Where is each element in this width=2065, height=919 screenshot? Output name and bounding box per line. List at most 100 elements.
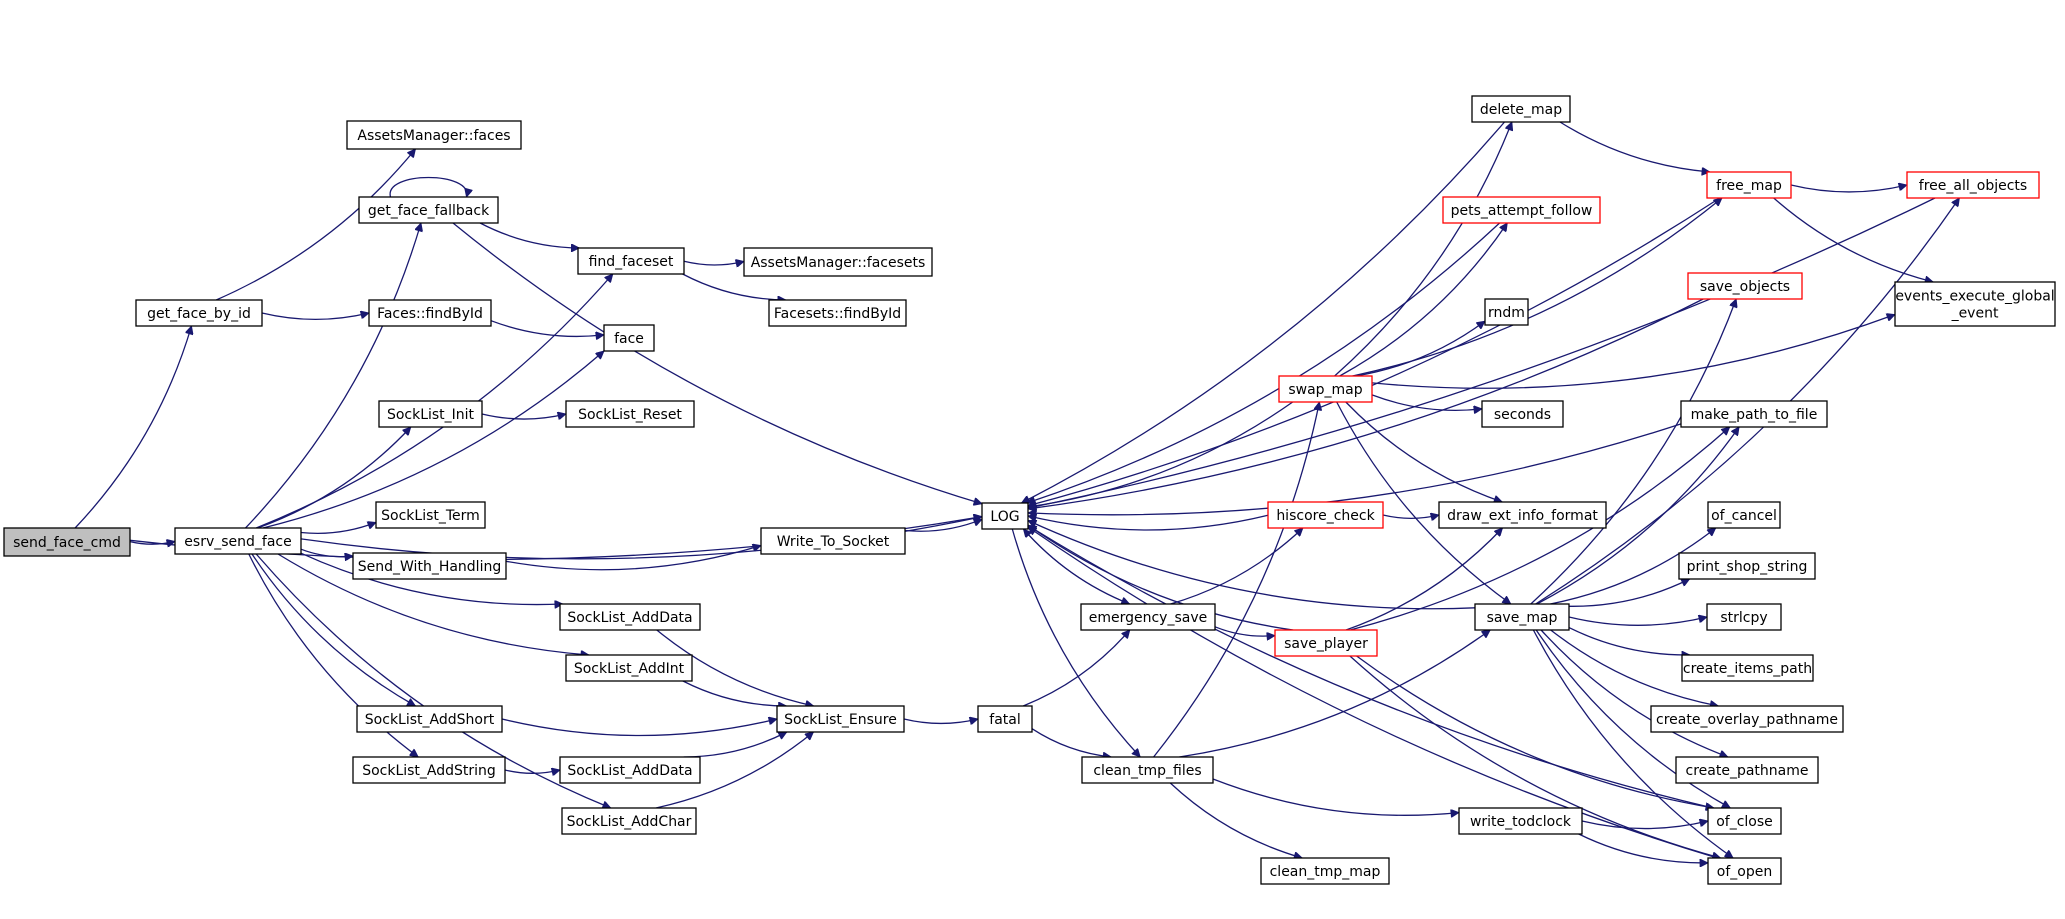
edge-path	[1336, 401, 1511, 605]
node-emergency-save[interactable]: emergency_save	[1080, 603, 1216, 631]
edge-socklist_addchar-to-socklist_ensure	[655, 732, 814, 809]
edge-path	[1022, 630, 1130, 707]
node-log[interactable]: LOG	[981, 502, 1029, 530]
node-clean-tmp-files[interactable]: clean_tmp_files	[1081, 756, 1214, 784]
node-of-open[interactable]: of_open	[1707, 857, 1782, 885]
node-of-cancel[interactable]: of_cancel	[1707, 501, 1781, 529]
node-create-items-path[interactable]: create_items_path	[1681, 654, 1814, 682]
edge-swap_map-to-save_map	[1336, 401, 1511, 605]
node-create-overlay-pathname[interactable]: create_overlay_pathname	[1650, 705, 1844, 733]
node-socklist-addint[interactable]: SockList_AddInt	[565, 654, 693, 682]
node-free-all-objects[interactable]: free_all_objects	[1906, 171, 2040, 199]
node-strlcpy[interactable]: strlcpy	[1706, 603, 1782, 631]
edge-socklist_adddata2-to-socklist_ensure	[683, 731, 787, 758]
node-socklist-addshort[interactable]: SockList_AddShort	[356, 705, 503, 733]
node-socklist-init[interactable]: SockList_Init	[378, 400, 483, 428]
node-socklist-addchar[interactable]: SockList_AddChar	[561, 807, 697, 835]
edge-path	[1028, 197, 1936, 508]
node-events-execute-global-event[interactable]: events_execute_global_event	[1894, 281, 2056, 327]
node-rndm[interactable]: rndm	[1484, 298, 1529, 326]
node-send-with-handling[interactable]: Send_With_Handling	[352, 552, 507, 580]
edge-esrv_send_face-to-socklist_addint	[277, 553, 589, 655]
node-create-pathname[interactable]: create_pathname	[1675, 756, 1819, 784]
node-am-facesets[interactable]: AssetsManager::facesets	[743, 247, 933, 277]
edge-path	[655, 732, 814, 809]
node-box	[768, 299, 907, 327]
node-box	[1675, 756, 1819, 784]
node-socklist-ensure[interactable]: SockList_Ensure	[776, 705, 905, 733]
edge-path	[248, 553, 418, 757]
node-label: clean_tmp_files	[1093, 763, 1201, 779]
edge-path	[1345, 401, 1502, 502]
edge-save_map-to-create_overlay_pathname	[1550, 629, 1719, 706]
node-get-face-by-id[interactable]: get_face_by_id	[135, 299, 263, 327]
edge-clean_tmp_files-to-write_todclock	[1212, 778, 1459, 815]
edge-path	[505, 546, 761, 571]
node-make-path-to-file[interactable]: make_path_to_file	[1680, 400, 1828, 428]
node-label: send_face_cmd	[13, 535, 121, 551]
node-fatal[interactable]: fatal	[977, 705, 1033, 733]
node-face[interactable]: face	[603, 324, 655, 352]
edge-path	[1334, 122, 1512, 377]
node-draw-ext-info-format[interactable]: draw_ext_info_format	[1438, 501, 1607, 529]
node-label: _event	[1951, 306, 1999, 322]
node-label: save_player	[1284, 636, 1368, 652]
edge-path	[1153, 402, 1320, 758]
node-delete-map[interactable]: delete_map	[1471, 95, 1571, 123]
node-box	[1707, 807, 1782, 835]
node-box	[1680, 400, 1828, 428]
node-save-map[interactable]: save_map	[1474, 603, 1570, 631]
edge-path	[255, 553, 611, 808]
edge-path	[1371, 394, 1482, 410]
edge-send_with_handling-to-write_to_socket	[505, 546, 761, 571]
edge-path	[683, 261, 744, 265]
edge-esrv_send_face-to-socklist_term	[300, 522, 376, 534]
node-box	[3, 527, 131, 557]
node-label: SockList_Reset	[578, 407, 682, 423]
node-write-todclock[interactable]: write_todclock	[1458, 807, 1583, 835]
edge-path	[1536, 427, 1740, 605]
node-label: save_map	[1487, 610, 1558, 626]
node-facesets-findbyid[interactable]: Facesets::findById	[768, 299, 907, 327]
node-box	[1687, 272, 1803, 300]
node-am-faces[interactable]: AssetsManager::faces	[346, 120, 522, 150]
node-send-face-cmd[interactable]: send_face_cmd	[3, 527, 131, 557]
node-box	[603, 324, 655, 352]
node-free-map[interactable]: free_map	[1706, 171, 1792, 199]
edge-path	[277, 553, 589, 655]
node-box	[1706, 603, 1782, 631]
node-save-objects[interactable]: save_objects	[1687, 272, 1803, 300]
node-of-close[interactable]: of_close	[1707, 807, 1782, 835]
node-hiscore-check[interactable]: hiscore_check	[1267, 501, 1384, 529]
node-socklist-addstring[interactable]: SockList_AddString	[352, 756, 506, 784]
edge-path	[1568, 627, 1690, 655]
edge-clean_tmp_files-to-clean_tmp_map	[1169, 782, 1302, 858]
edge-make_path_to_file-to-log	[1028, 423, 1682, 515]
node-label: of_open	[1717, 864, 1772, 880]
node-box	[776, 705, 905, 733]
node-write-to-socket[interactable]: Write_To_Socket	[760, 527, 906, 555]
node-find-faceset[interactable]: find_faceset	[577, 247, 685, 275]
node-socklist-adddata2[interactable]: SockList_AddData	[559, 756, 701, 784]
node-clean-tmp-map[interactable]: clean_tmp_map	[1260, 857, 1390, 885]
node-swap-map[interactable]: swap_map	[1278, 375, 1373, 403]
node-print-shop-string[interactable]: print_shop_string	[1678, 552, 1816, 580]
node-label: free_all_objects	[1919, 178, 2027, 194]
edge-find_faceset-to-am_facesets	[683, 261, 744, 265]
node-save-player[interactable]: save_player	[1274, 629, 1378, 657]
node-faces-findbyid[interactable]: Faces::findById	[368, 299, 492, 327]
node-esrv-send-face[interactable]: esrv_send_face	[174, 527, 302, 555]
node-label: save_objects	[1700, 279, 1790, 295]
node-seconds[interactable]: seconds	[1481, 400, 1564, 428]
edge-save_map-to-save_objects	[1530, 299, 1736, 605]
node-box	[1894, 281, 2056, 327]
edge-path	[1355, 321, 1485, 377]
edge-path	[1568, 617, 1707, 626]
edge-fatal-to-clean_tmp_files	[1031, 728, 1111, 757]
node-socklist-adddata1[interactable]: SockList_AddData	[559, 603, 701, 631]
node-socklist-reset[interactable]: SockList_Reset	[565, 400, 695, 428]
edge-get_face_fallback-to-get_face_fallback	[389, 176, 467, 198]
node-pets-attempt-follow[interactable]: pets_attempt_follow	[1442, 196, 1601, 224]
node-socklist-term[interactable]: SockList_Term	[375, 501, 486, 529]
node-get-face-fallback[interactable]: get_face_fallback	[358, 196, 499, 224]
